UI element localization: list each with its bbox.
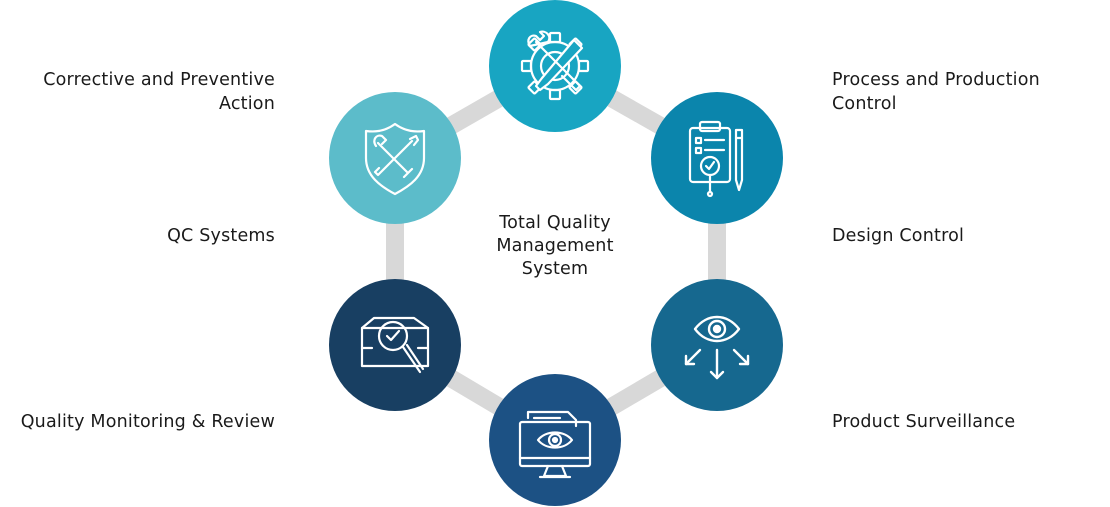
label-process-line-1: Process and Production bbox=[832, 70, 1040, 90]
gear-wrench-icon bbox=[520, 30, 590, 101]
center-title-line-3: System bbox=[521, 259, 589, 279]
label-qc-systems: QC Systems bbox=[167, 224, 275, 248]
shield-tools-icon bbox=[364, 122, 426, 196]
label-surveillance-line-1: Product Surveillance bbox=[832, 412, 1016, 432]
label-quality-monitoring-review: Quality Monitoring & Review bbox=[21, 410, 275, 434]
node-circle-lower-left bbox=[329, 279, 461, 411]
center-title-line-1: Total Quality bbox=[499, 213, 611, 233]
label-process-line-2: Control bbox=[832, 94, 897, 114]
label-process-production-control: Process and Production Control bbox=[832, 68, 1040, 116]
node-design-control bbox=[651, 92, 783, 224]
label-design-control: Design Control bbox=[832, 224, 964, 248]
node-corrective-action bbox=[329, 92, 461, 224]
label-product-surveillance: Product Surveillance bbox=[832, 410, 1015, 434]
node-monitoring-review bbox=[489, 374, 621, 506]
label-monitoring-line-1: Quality Monitoring & Review bbox=[20, 412, 275, 432]
monitor-eye-icon bbox=[518, 410, 592, 479]
label-qc-line-1: QC Systems bbox=[167, 226, 275, 246]
label-corrective-preventive-action: Corrective and Preventive Action bbox=[43, 68, 275, 116]
center-title-line-2: Management bbox=[496, 236, 614, 256]
center-title: Total Quality Management System bbox=[470, 212, 640, 281]
node-circle-lower-right bbox=[651, 279, 783, 411]
box-magnifier-icon bbox=[360, 316, 430, 374]
node-process-control bbox=[489, 0, 621, 132]
label-design-line-1: Design Control bbox=[832, 226, 965, 246]
node-qc-systems bbox=[329, 279, 461, 411]
label-corrective-line-1: Corrective and Preventive bbox=[43, 70, 275, 90]
label-corrective-line-2: Action bbox=[218, 94, 275, 114]
node-product-surveillance bbox=[651, 279, 783, 411]
eye-arrows-icon bbox=[684, 315, 750, 380]
node-circle-upper-right bbox=[651, 92, 783, 224]
clipboard-checklist-icon bbox=[688, 120, 744, 198]
